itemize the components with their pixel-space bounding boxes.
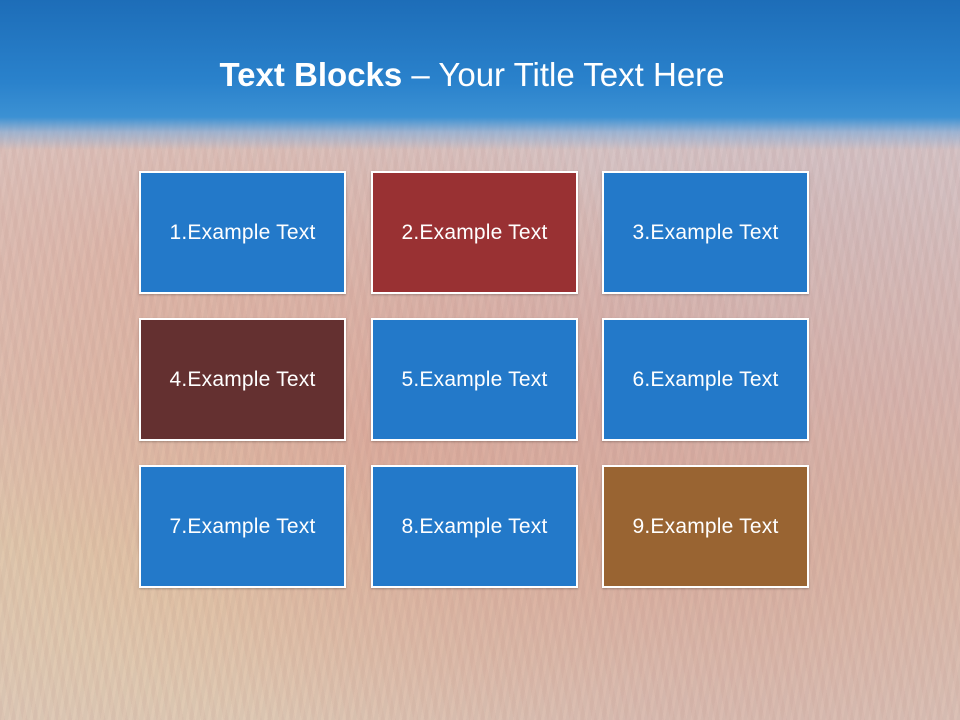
text-block-label: 4.Example Text: [169, 367, 316, 391]
text-block-4[interactable]: 4.Example Text: [139, 318, 346, 441]
slide-title: Text Blocks – Your Title Text Here: [0, 50, 944, 100]
text-block-label: 9.Example Text: [632, 514, 779, 538]
text-block-1[interactable]: 1.Example Text: [139, 171, 346, 294]
title-bar: [0, 0, 960, 150]
text-block-label: 7.Example Text: [169, 514, 316, 538]
title-bold: Text Blocks: [219, 56, 403, 93]
text-block-3[interactable]: 3.Example Text: [602, 171, 809, 294]
text-block-label: 2.Example Text: [401, 220, 548, 244]
text-block-label: 5.Example Text: [401, 367, 548, 391]
title-rest: – Your Title Text Here: [402, 56, 725, 93]
text-block-9[interactable]: 9.Example Text: [602, 465, 809, 588]
text-block-6[interactable]: 6.Example Text: [602, 318, 809, 441]
text-block-label: 3.Example Text: [632, 220, 779, 244]
text-block-2[interactable]: 2.Example Text: [371, 171, 578, 294]
text-block-7[interactable]: 7.Example Text: [139, 465, 346, 588]
text-block-label: 8.Example Text: [401, 514, 548, 538]
text-block-8[interactable]: 8.Example Text: [371, 465, 578, 588]
text-block-label: 6.Example Text: [632, 367, 779, 391]
text-block-5[interactable]: 5.Example Text: [371, 318, 578, 441]
text-block-label: 1.Example Text: [169, 220, 316, 244]
